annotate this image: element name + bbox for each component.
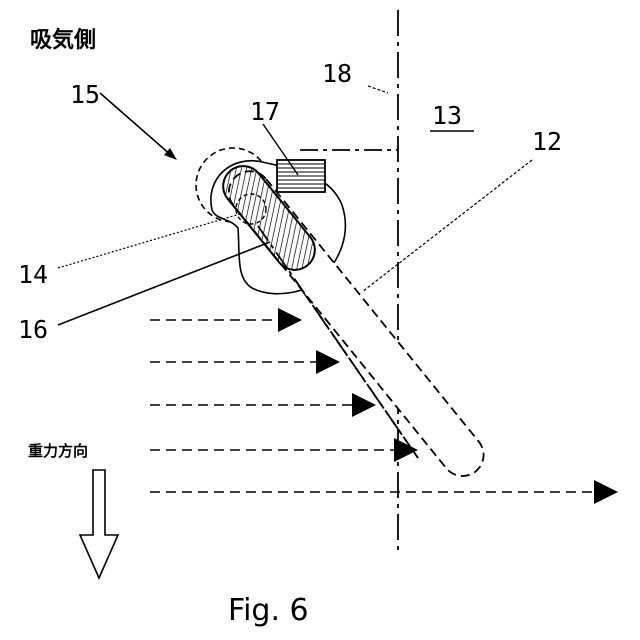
figure-caption: Fig. 6 xyxy=(228,593,309,628)
label-17: 17 xyxy=(250,97,280,126)
gravity-direction-label: 重力方向 xyxy=(28,442,88,460)
leader-18 xyxy=(368,86,388,93)
label-14: 14 xyxy=(18,260,48,289)
leader-15 xyxy=(100,93,172,156)
leader-16 xyxy=(58,242,270,325)
flow-arrow-1 xyxy=(150,308,302,332)
flow-arrow-4 xyxy=(150,438,418,462)
label-18: 18 xyxy=(322,59,352,88)
gravity-arrow-icon xyxy=(80,470,118,578)
leader-14 xyxy=(58,214,240,268)
intake-side-label: 吸気側 xyxy=(30,27,96,53)
label-13: 13 xyxy=(432,101,462,130)
component-17 xyxy=(277,160,325,192)
flow-arrow-3 xyxy=(150,393,376,417)
label-15: 15 xyxy=(70,80,100,109)
flow-arrow-5 xyxy=(150,480,618,504)
label-12: 12 xyxy=(532,127,562,156)
label-16: 16 xyxy=(18,315,48,344)
leader-12 xyxy=(362,160,532,292)
flow-arrow-2 xyxy=(150,350,340,374)
